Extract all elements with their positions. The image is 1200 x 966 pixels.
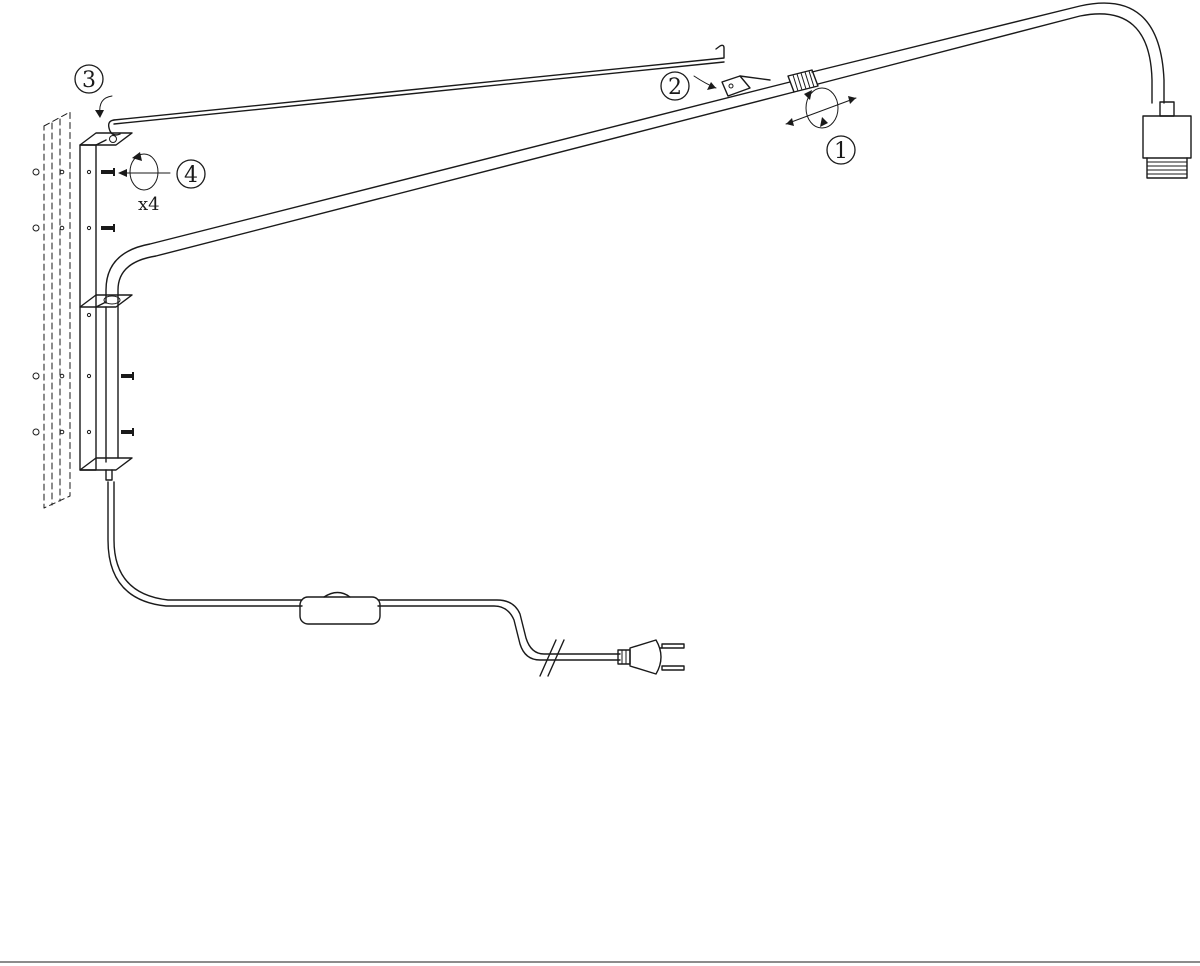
step-2-annotation: 2 — [660, 71, 717, 101]
swing-arm-icon — [105, 2, 1165, 304]
power-cable — [105, 469, 621, 677]
mounting-bracket-icon — [79, 132, 133, 471]
step-4-number: 4 — [184, 163, 198, 188]
step-2-number: 2 — [668, 75, 682, 100]
step-4-annotation: 4 x4 — [118, 152, 206, 215]
wall-anchor-icon — [32, 168, 65, 436]
screw — [121, 428, 134, 436]
step-3-annotation: 3 — [74, 64, 113, 118]
step-1-annotation: 1 — [785, 87, 857, 165]
lamp-socket-icon — [1142, 101, 1192, 179]
screw — [121, 372, 134, 380]
step-4-badge: 4 — [176, 159, 206, 189]
step-1-badge: 1 — [826, 135, 856, 165]
rotate-arrow-icon — [118, 152, 171, 191]
step-3-badge: 3 — [74, 64, 104, 94]
screw-quantity-label: x4 — [138, 194, 160, 215]
rod-clip — [721, 75, 771, 97]
step-3-number: 3 — [82, 68, 96, 93]
wall-plate — [32, 111, 71, 509]
support-rod-icon — [107, 44, 725, 136]
arm-knob — [787, 69, 819, 93]
screw-icon — [101, 168, 134, 436]
step-1-number: 1 — [834, 139, 848, 164]
screw — [101, 168, 115, 176]
euro-plug-icon — [617, 639, 685, 675]
screw — [101, 224, 115, 232]
step-2-badge: 2 — [660, 71, 690, 101]
inline-switch-icon — [299, 591, 381, 625]
rotate-arrow-icon — [785, 87, 857, 129]
